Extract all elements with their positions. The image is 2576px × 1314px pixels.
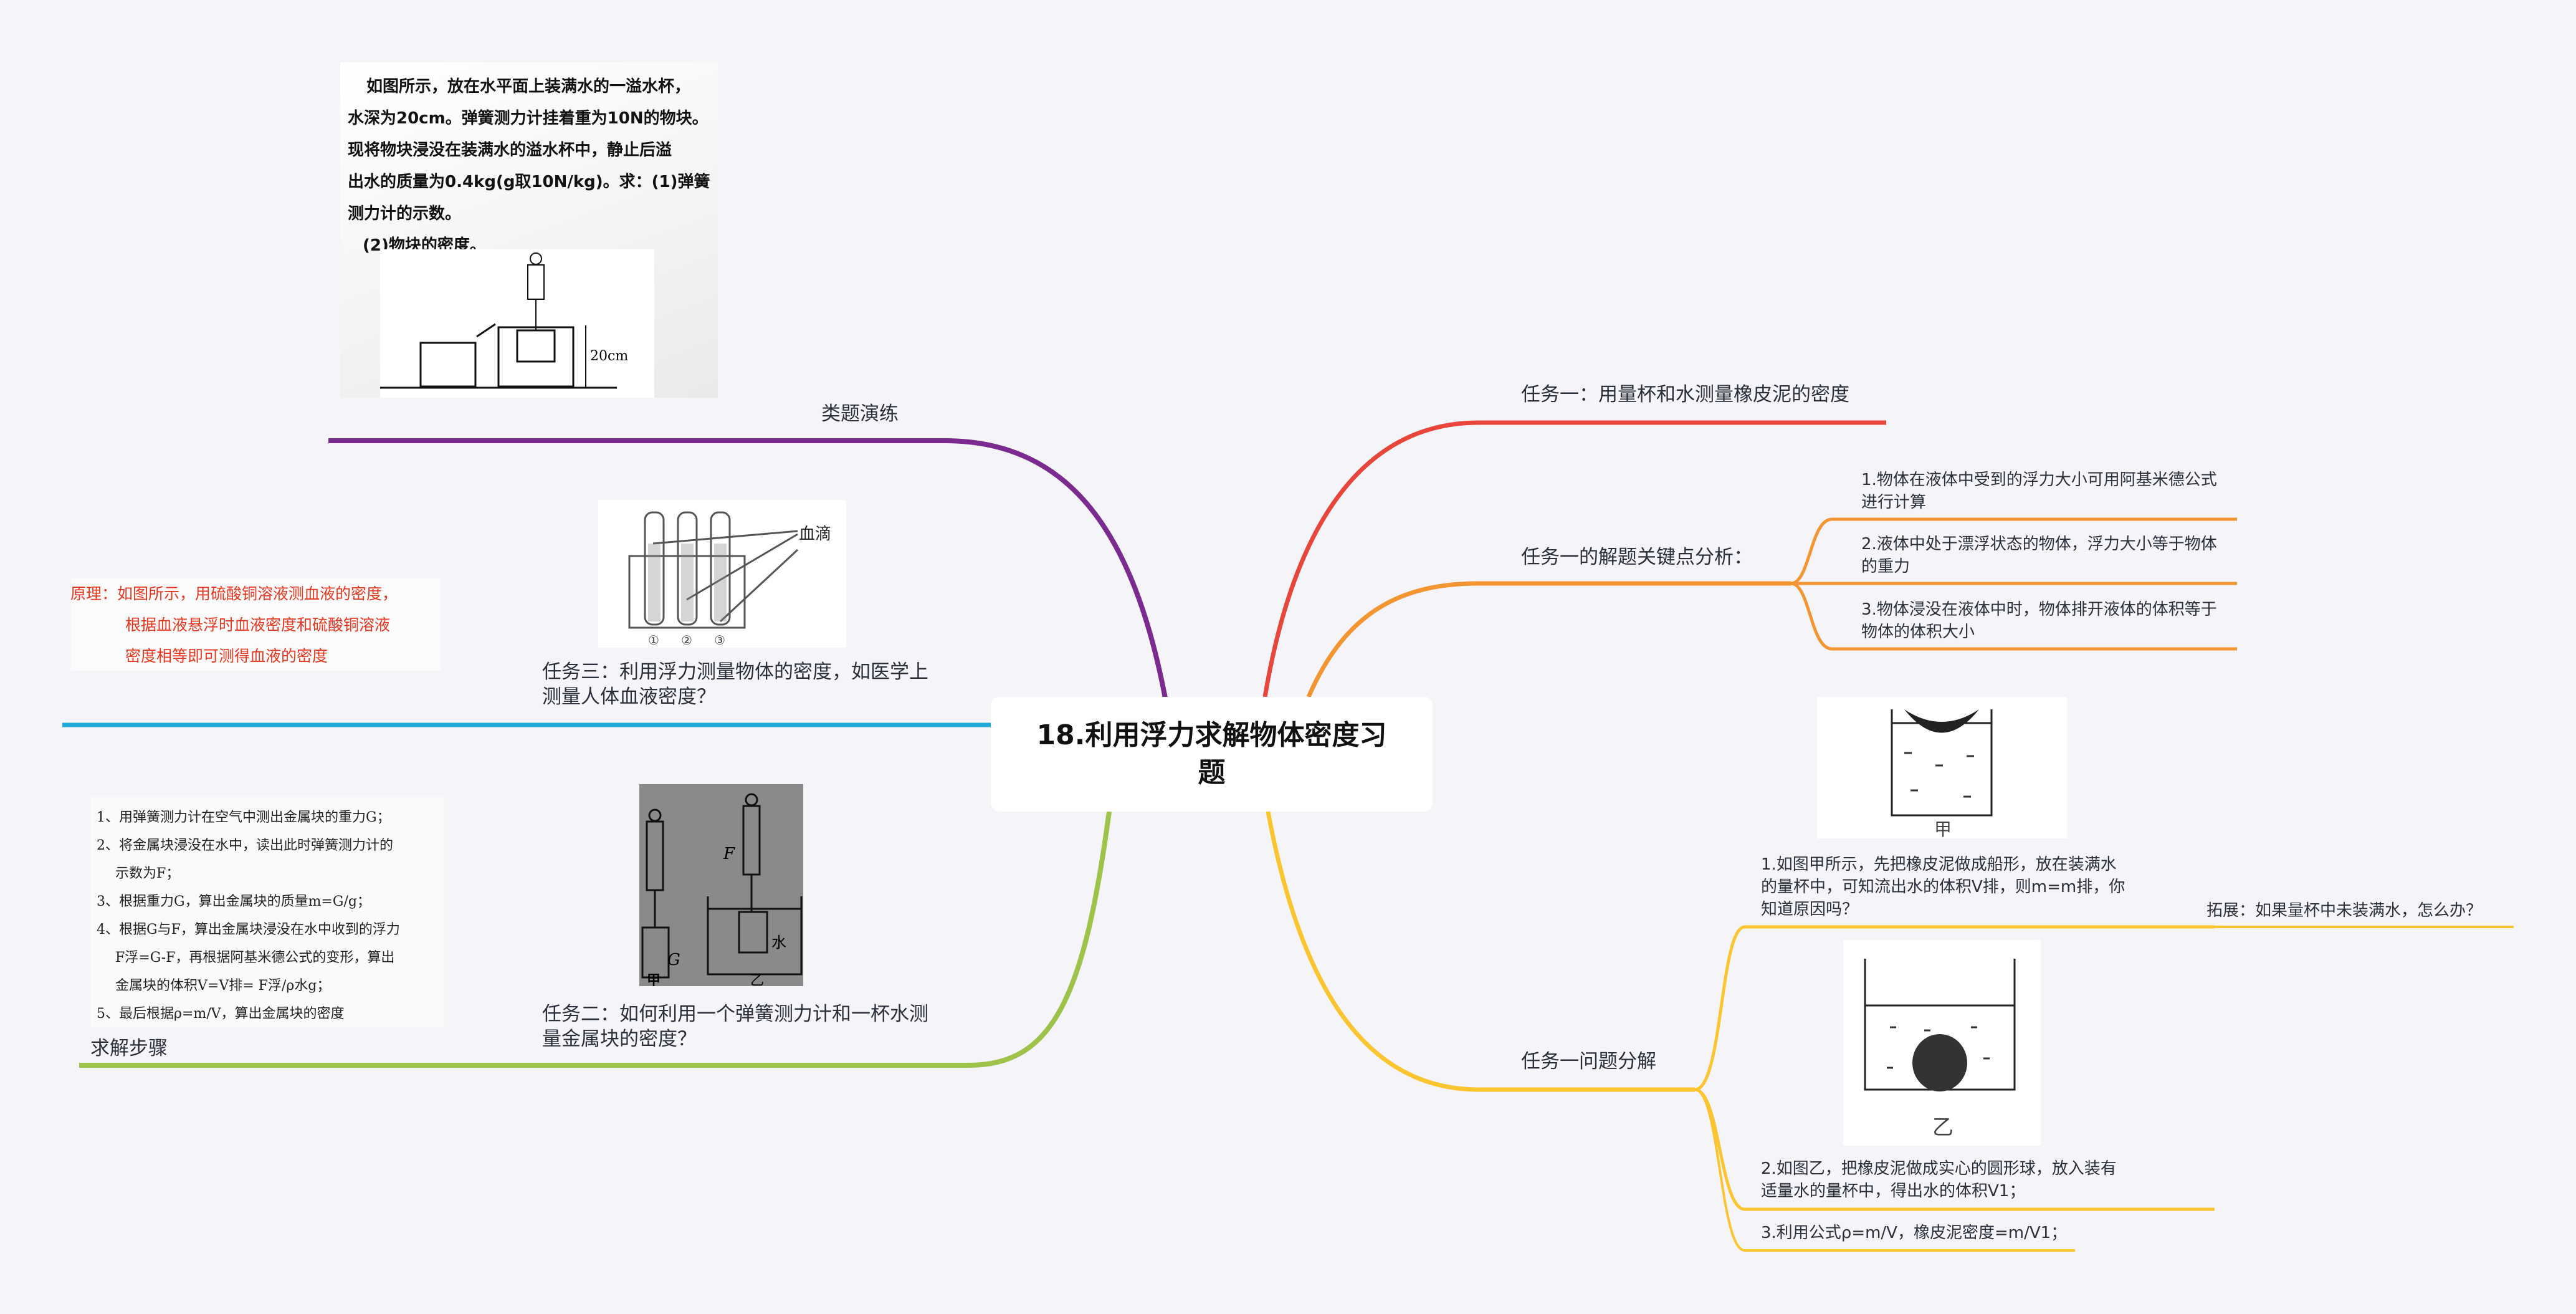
branch-label-analysis[interactable]: 任务一的解题关键点分析： [1521, 546, 1753, 568]
step-line: 3、根据重力G，算出金属块的质量m=G/g； [97, 894, 371, 909]
branch-line-task1 [1262, 420, 1886, 698]
tube-number: ① [648, 633, 659, 648]
problem-line: 如图所示，放在水平面上装满水的一溢水杯， [366, 77, 691, 96]
boat-cup-diagram: 甲 [1891, 709, 1993, 840]
depth-label: 20cm [590, 348, 628, 364]
extension-note[interactable]: 拓展：如果量杯中未装满水，怎么办？ [2206, 901, 2483, 920]
ball-cup-diagram: 乙 [1864, 959, 2016, 1140]
analysis-item-3[interactable]: 3.物体浸没在液体中时，物体排开液体的体积等于物体的体积大小 [1861, 600, 2217, 641]
tube-number: ③ [714, 633, 725, 648]
principle-line: 根据血液悬浮时血液密度和硫酸铜溶液 [125, 616, 391, 634]
spring-scale-diagram: G F 水 甲 乙 [641, 793, 803, 989]
practice-problem-card: 如图所示，放在水平面上装满水的一溢水杯， 水深为20cm。弹簧测力计挂着重为10… [340, 62, 718, 398]
figure-label-jia: 甲 [1934, 819, 1952, 838]
figure-label-yi: 乙 [750, 973, 764, 986]
weight-label: G [667, 951, 680, 969]
principle-line: 密度相等即可测得血液的密度 [125, 647, 328, 665]
sub-line-analysis-1 [1790, 517, 2237, 585]
breakdown-item-1[interactable]: 1.如图甲所示，先把橡皮泥做成船形，放在装满水的量杯中，可知流出水的体积V排，则… [1761, 855, 2125, 919]
solution-steps-card: 1、用弹簧测力计在空气中测出金属块的重力G； 2、将金属块浸没在水中，读出此时弹… [90, 797, 444, 1027]
overflow-cup-diagram: 20cm [380, 249, 654, 398]
figure-label-jia: 甲 [647, 973, 661, 986]
branch-label-breakdown[interactable]: 任务一问题分解 [1521, 1050, 1656, 1073]
principle-note: 原理：如图所示，用硫酸铜溶液测血液的密度， 根据血液悬浮时血液密度和硫酸铜溶液 … [70, 578, 441, 671]
boat-shape-figure: 甲 [1817, 697, 2067, 840]
branch-line-analysis [1306, 581, 1791, 698]
water-label: 水 [771, 934, 786, 951]
analysis-item-2[interactable]: 2.液体中处于漂浮状态的物体，浮力大小等于物体的重力 [1861, 535, 2217, 576]
step-line: F浮=G-F，再根据阿基米德公式的变形，算出 [115, 950, 395, 966]
branch-label-task2[interactable]: 任务二：如何利用一个弹簧测力计和一杯水测量金属块的密度？ [542, 1003, 928, 1050]
problem-line: 水深为20cm。弹簧测力计挂着重为10N的物块。 [348, 109, 708, 128]
tube-number: ② [681, 633, 692, 648]
sub-line-breakdown-1 [1694, 925, 2215, 1091]
step-line: 5、最后根据ρ=m/V，算出金属块的密度 [97, 1006, 345, 1022]
step-line: 金属块的体积V=V排= F浮/ρ水g； [115, 978, 331, 994]
step-line: 4、根据G与F，算出金属块浸没在水中收到的浮力 [97, 922, 400, 938]
step-line: 示数为F； [115, 866, 180, 881]
solution-steps-label[interactable]: 求解步骤 [90, 1037, 168, 1060]
force-label: F [723, 845, 735, 863]
principle-line: 原理：如图所示，用硫酸铜溶液测血液的密度， [70, 585, 398, 603]
central-topic-title: 18.利用浮力求解物体密度习题 [1036, 719, 1387, 789]
breakdown-item-2[interactable]: 2.如图乙，把橡皮泥做成实心的圆形球，放入装有适量水的量杯中，得出水的体积V1； [1761, 1159, 2117, 1201]
sub-line-analysis-3 [1790, 582, 2237, 651]
branch-line-breakdown [1266, 811, 1695, 1092]
blood-test-figure: 血滴 ① ② ③ [598, 500, 846, 648]
problem-line: 现将物块浸没在装满水的溢水杯中，静止后溢 [348, 141, 672, 160]
branch-label-task1[interactable]: 任务一：用量杯和水测量橡皮泥的密度 [1521, 383, 1849, 406]
sub-line-breakdown-3 [1694, 1088, 2075, 1252]
step-line: 2、将金属块浸没在水中，读出此时弹簧测力计的 [97, 838, 393, 853]
branch-label-task3[interactable]: 任务三：利用浮力测量物体的密度，如医学上测量人体血液密度？ [542, 661, 928, 708]
breakdown-item-3[interactable]: 3.利用公式ρ=m/V，橡皮泥密度=m/V1； [1761, 1224, 2068, 1242]
branch-label-practice[interactable]: 类题演练 [821, 403, 899, 425]
ball-shape-figure: 乙 [1843, 940, 2041, 1146]
spring-scale-figure: G F 水 甲 乙 [639, 784, 803, 989]
figure-label-yi: 乙 [1932, 1115, 1953, 1140]
problem-line: 出水的质量为0.4kg(g取10N/kg)。求：(1)弹簧 [348, 173, 710, 191]
central-topic[interactable]: 18.利用浮力求解物体密度习题 [991, 697, 1433, 812]
problem-line: 测力计的示数。 [348, 204, 462, 223]
analysis-item-1[interactable]: 1.物体在液体中受到的浮力大小可用阿基米德公式进行计算 [1861, 471, 2217, 512]
test-tubes-diagram: 血滴 ① ② ③ [628, 511, 831, 648]
overflow-cup-figure: 20cm [380, 249, 991, 400]
branch-line-practice [328, 438, 1168, 699]
blood-drop-label: 血滴 [799, 525, 831, 544]
step-line: 1、用弹簧测力计在空气中测出金属块的重力G； [97, 810, 391, 825]
branch-line-task2 [79, 811, 1112, 1068]
